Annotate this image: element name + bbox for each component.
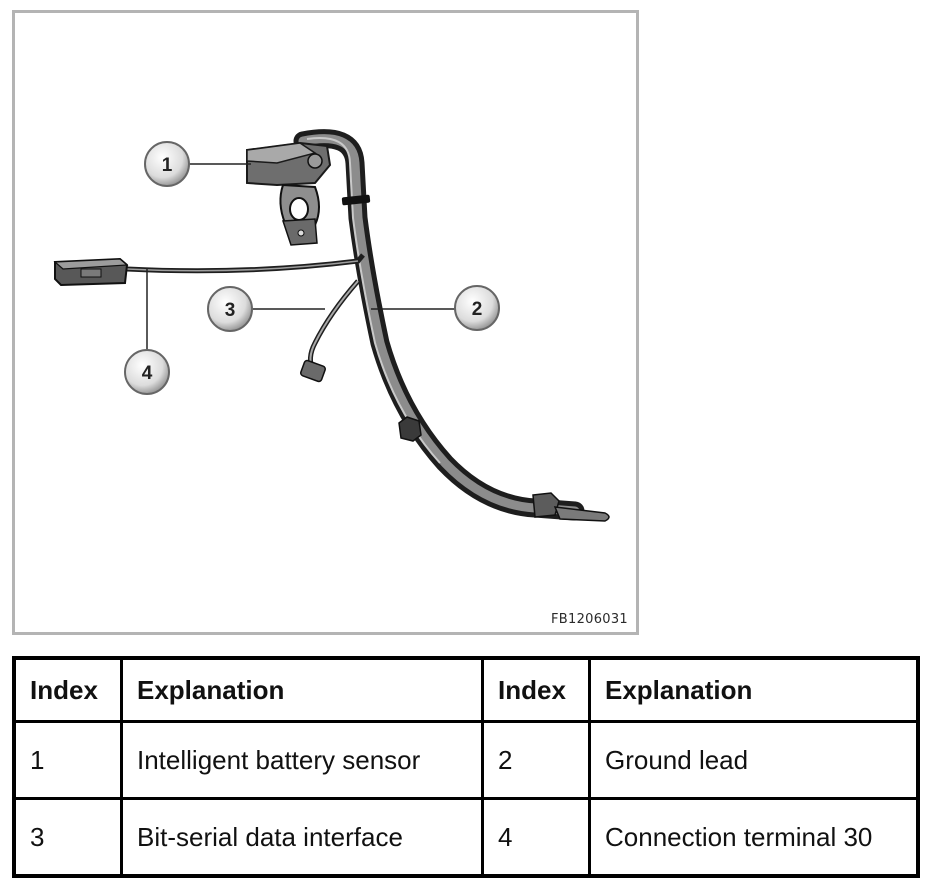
- header-index-1: Index: [12, 656, 123, 723]
- table-row: 1 Intelligent battery sensor 2 Ground le…: [12, 720, 920, 800]
- callout-4: 4: [124, 349, 170, 395]
- figure-code: FB1206031: [551, 612, 628, 627]
- row-2-explanation-1: Bit-serial data interface: [120, 797, 484, 878]
- header-explanation-2: Explanation: [588, 656, 920, 723]
- header-index-2: Index: [481, 656, 591, 723]
- data-interface-lead: [300, 279, 360, 383]
- callout-3-label: 3: [225, 300, 236, 321]
- callout-3: 3: [207, 286, 253, 332]
- figure-frame: 1 2 3 4 FB1206031: [12, 10, 639, 635]
- callout-4-label: 4: [142, 363, 153, 384]
- header-explanation-1: Explanation: [120, 656, 484, 723]
- row-1-explanation-2: Ground lead: [588, 720, 920, 800]
- callout-1-label: 1: [162, 155, 173, 176]
- callout-1: 1: [144, 141, 190, 187]
- terminal-30-lead: [53, 253, 365, 287]
- row-2-index-1: 3: [12, 797, 123, 878]
- row-2-explanation-2: Connection terminal 30: [588, 797, 920, 878]
- battery-sensor-diagram: 1 2 3 4: [53, 129, 610, 522]
- row-1-explanation-1: Intelligent battery sensor: [120, 720, 484, 800]
- row-1-index-2: 2: [481, 720, 591, 800]
- battery-sensor-body: [246, 141, 332, 246]
- row-2-index-2: 4: [481, 797, 591, 878]
- callout-2: 2: [454, 285, 500, 331]
- ground-lead: [293, 129, 610, 522]
- legend-table: Index Explanation Index Explanation 1 In…: [12, 656, 920, 878]
- row-1-index-1: 1: [12, 720, 123, 800]
- callout-2-label: 2: [472, 299, 483, 320]
- table-row: 3 Bit-serial data interface 4 Connection…: [12, 797, 920, 878]
- table-header-row: Index Explanation Index Explanation: [12, 656, 920, 723]
- leader-lines: [146, 163, 457, 350]
